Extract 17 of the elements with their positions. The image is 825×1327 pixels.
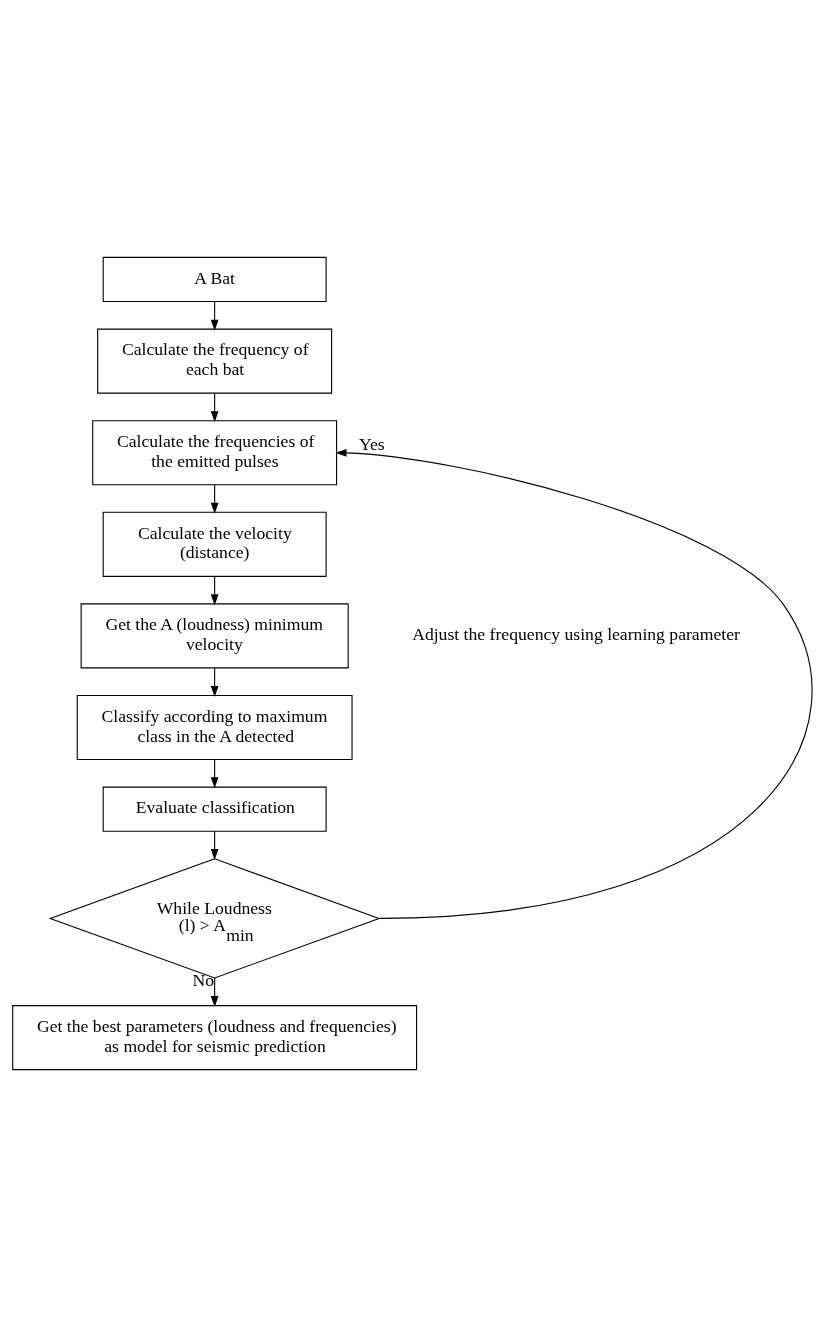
node-box: Classify according to maximum class in the A detected	[76, 694, 353, 761]
arrow	[210, 667, 219, 697]
node-box: Get the best parameters (loudness and frequencies) as model for seismic prediction	[12, 1005, 418, 1071]
node-box: Calculate the frequencies of the emitted pulses	[92, 420, 338, 486]
node-box: Calculate the velocity (distance)	[102, 511, 327, 577]
node-box: Calculate the frequency of each bat	[97, 328, 333, 394]
arrow	[210, 759, 219, 789]
label: Adjust the frequency using learning parameter	[412, 624, 740, 645]
node-box: Get the A (loudness) minimum velocity	[80, 603, 349, 669]
node-box: A Bat	[102, 256, 327, 303]
arrow	[210, 484, 219, 514]
arrow	[210, 301, 219, 331]
edge-label: Yes	[358, 434, 385, 455]
arrow	[210, 830, 219, 861]
arrow	[335, 449, 812, 919]
arrow	[210, 977, 219, 1008]
node-box: Evaluate classification	[102, 786, 327, 832]
